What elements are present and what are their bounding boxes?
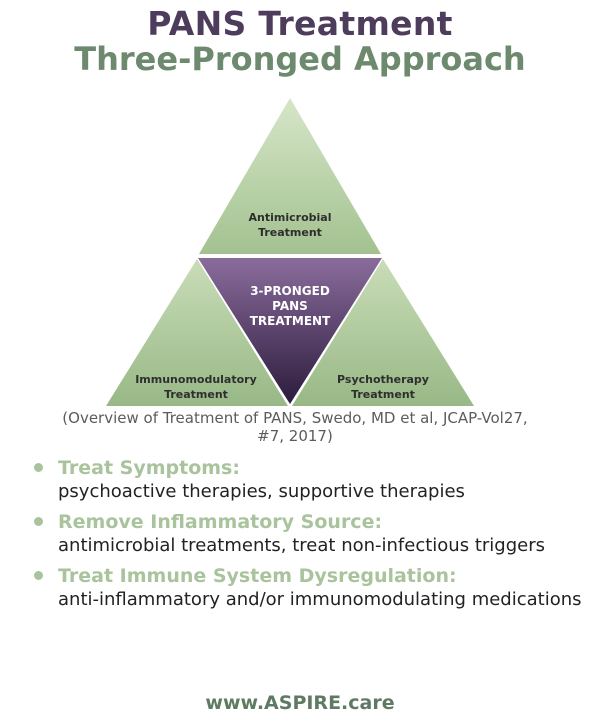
- citation: (Overview of Treatment of PANS, Swedo, M…: [62, 409, 528, 445]
- bullet-item: Treat Immune System Dysregulation: anti-…: [34, 564, 584, 612]
- bullet-body: antimicrobial treatments, treat non-infe…: [58, 535, 545, 556]
- center-label-line2: PANS: [272, 299, 308, 313]
- bullet-dot-icon: [34, 571, 43, 580]
- right-label-line2: Treatment: [351, 388, 415, 401]
- center-triangle: [198, 258, 382, 404]
- page-subtitle: Three-Pronged Approach: [74, 40, 526, 78]
- bullet-heading: Remove Inflammatory Source:: [58, 511, 383, 533]
- bullet-dot-icon: [34, 463, 43, 472]
- bullet-item: Treat Symptoms: psychoactive therapies, …: [34, 456, 584, 504]
- top-label-line2: Treatment: [258, 226, 322, 239]
- right-label-line1: Psychotherapy: [337, 373, 429, 386]
- bullet-heading: Treat Symptoms:: [58, 457, 240, 479]
- left-label-line2: Treatment: [164, 388, 228, 401]
- bullet-body: anti-inflammatory and/or immunomodulatin…: [58, 589, 582, 610]
- left-label-line1: Immunomodulatory: [135, 373, 257, 386]
- bullet-item: Remove Inflammatory Source: antimicrobia…: [34, 510, 584, 558]
- bullet-list: Treat Symptoms: psychoactive therapies, …: [34, 456, 584, 618]
- website-link[interactable]: www.ASPIRE.care: [205, 692, 395, 714]
- left-prong-triangle: [106, 259, 288, 406]
- top-label-line1: Antimicrobial: [249, 211, 332, 224]
- bullet-dot-icon: [34, 517, 43, 526]
- bullet-body: psychoactive therapies, supportive thera…: [58, 481, 465, 502]
- right-prong-triangle: [292, 259, 474, 406]
- three-pronged-diagram: Antimicrobial Treatment 3-PRONGED PANS T…: [106, 98, 474, 406]
- top-prong-triangle: [199, 98, 381, 254]
- page-title: PANS Treatment: [147, 4, 453, 43]
- center-label-line3: TREATMENT: [250, 314, 331, 328]
- center-label-line1: 3-PRONGED: [250, 284, 330, 298]
- bullet-heading: Treat Immune System Dysregulation:: [58, 565, 457, 587]
